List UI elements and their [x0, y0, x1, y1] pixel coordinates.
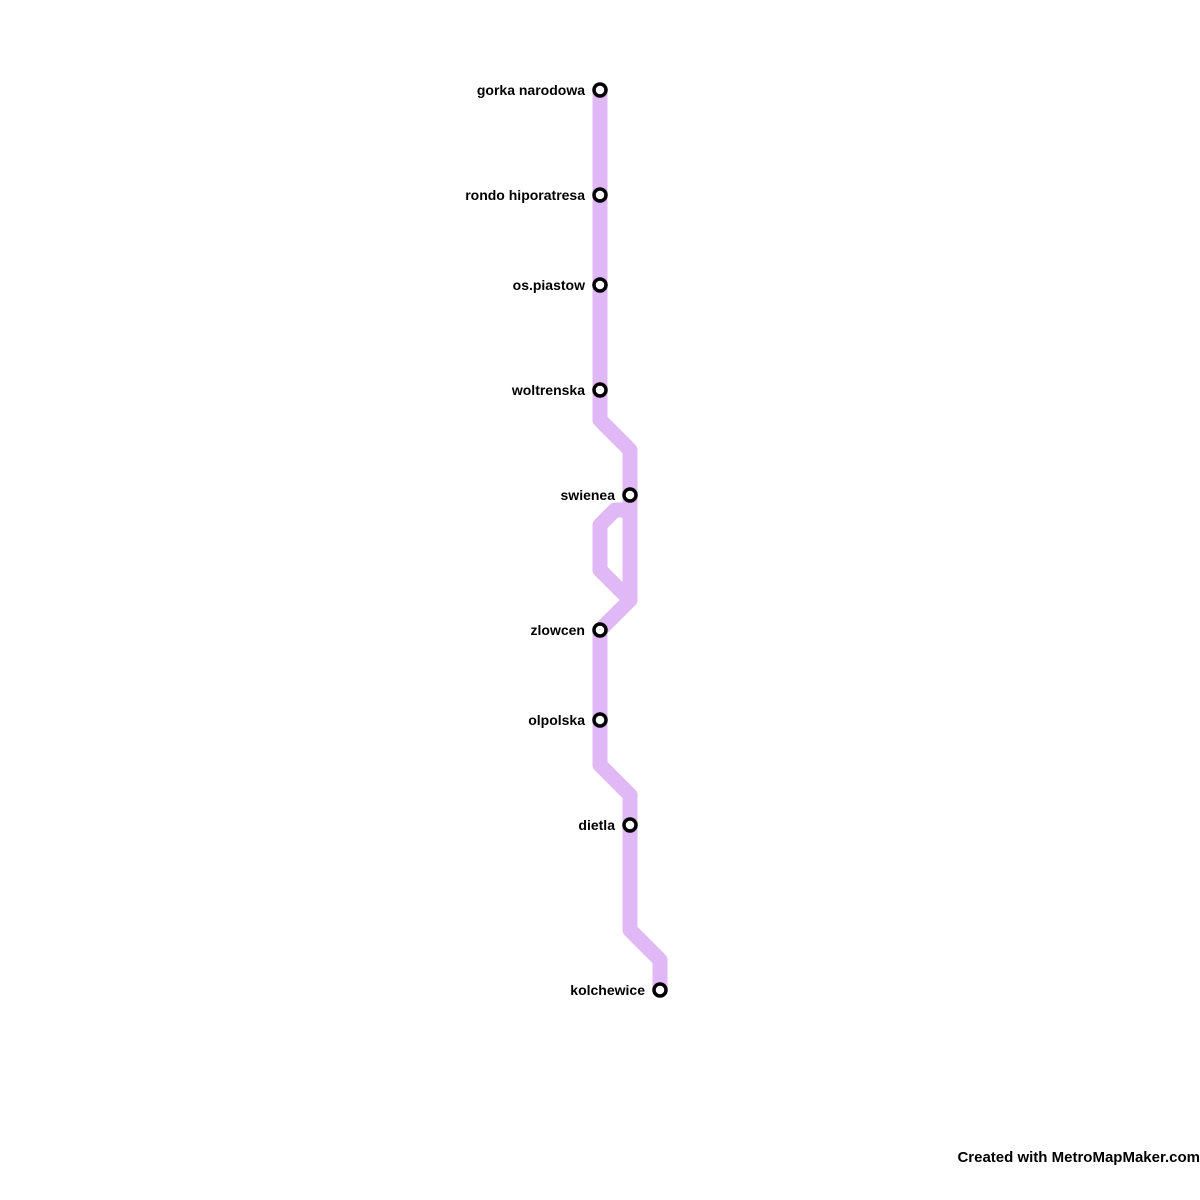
station-label: dietla — [578, 817, 615, 833]
station-marker[interactable] — [592, 712, 608, 728]
metro-line — [592, 82, 668, 998]
station-olpolska[interactable]: olpolska — [528, 712, 608, 728]
station-marker[interactable] — [592, 187, 608, 203]
station-label: kolchewice — [570, 982, 645, 998]
station-gorka-narodowa[interactable]: gorka narodowa — [477, 82, 608, 98]
station-marker[interactable] — [622, 487, 638, 503]
station-marker[interactable] — [592, 277, 608, 293]
station-kolchewice[interactable]: kolchewice — [570, 982, 668, 998]
station-marker[interactable] — [622, 817, 638, 833]
station-rondo-hiporatresa[interactable]: rondo hiporatresa — [465, 187, 608, 203]
station-label: os.piastow — [513, 277, 585, 293]
line-track-main — [592, 82, 668, 998]
station-label: zlowcen — [531, 622, 585, 638]
station-label: swienea — [561, 487, 616, 503]
station-label: gorka narodowa — [477, 82, 585, 98]
station-swienea[interactable]: swienea — [561, 487, 638, 503]
station-label: rondo hiporatresa — [465, 187, 585, 203]
station-marker[interactable] — [592, 382, 608, 398]
station-dietla[interactable]: dietla — [578, 817, 638, 833]
station-marker[interactable] — [652, 982, 668, 998]
station-marker[interactable] — [592, 82, 608, 98]
station-os-piastow[interactable]: os.piastow — [513, 277, 608, 293]
station-marker[interactable] — [592, 622, 608, 638]
stations-layer: gorka narodowa rondo hiporatresa os.pias… — [465, 82, 668, 998]
station-label: olpolska — [528, 712, 585, 728]
credit-text: Created with MetroMapMaker.com — [957, 1149, 1200, 1166]
line-track-loop — [592, 502, 638, 608]
station-label: woltrenska — [511, 382, 585, 398]
station-zlowcen[interactable]: zlowcen — [531, 622, 608, 638]
station-woltrenska[interactable]: woltrenska — [511, 382, 608, 398]
